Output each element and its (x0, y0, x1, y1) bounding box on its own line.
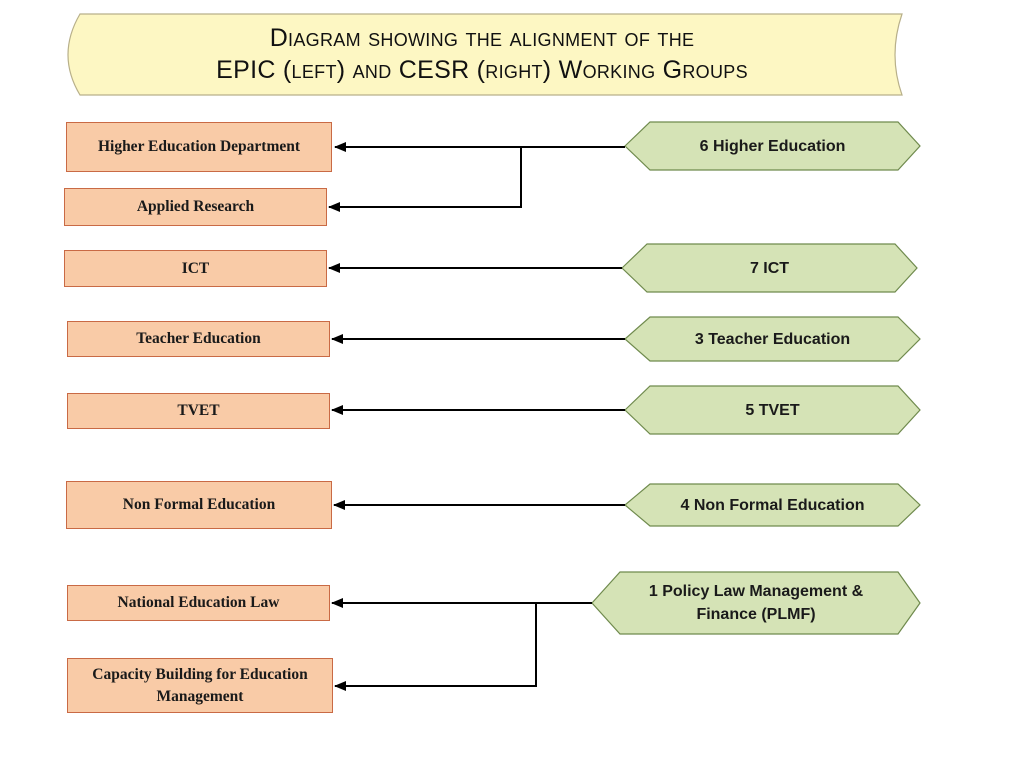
epic-higher-education-department: Higher Education Department (66, 122, 332, 172)
connector-applied-research (328, 147, 522, 212)
epic-capacity-building: Capacity Building for Education Manageme… (67, 658, 333, 713)
epic-applied-research: Applied Research (64, 188, 327, 226)
cesr-non-formal-education: 4 Non Formal Education (680, 496, 865, 514)
epic-tvet: TVET (67, 393, 330, 429)
cesr-shape-tvet (624, 385, 921, 435)
cesr-shape-higher-education (624, 121, 921, 171)
cesr-ict: 7 ICT (749, 259, 790, 277)
cesr-shape-teacher-education (624, 316, 921, 362)
cesr-plmf: 1 Policy Law Management & Finance (PLMF) (648, 583, 864, 623)
epic-ict: ICT (64, 250, 327, 287)
cesr-tvet: 5 TVET (745, 401, 800, 419)
epic-non-formal-education: Non Formal Education (66, 481, 332, 529)
epic-teacher-education: Teacher Education (67, 321, 330, 357)
cesr-shape-ict (621, 243, 918, 293)
connector-capacity-building (334, 603, 537, 691)
cesr-teacher-education: 3 Teacher Education (694, 330, 851, 348)
title-banner (67, 13, 903, 96)
diagram-title: Diagram showing the alignment of the EPI… (62, 14, 902, 94)
cesr-shape-non-formal-education (624, 483, 921, 527)
cesr-higher-education: 6 Higher Education (699, 137, 846, 155)
cesr-shape-plmf (591, 571, 921, 635)
epic-national-education-law: National Education Law (67, 585, 330, 621)
title-line-1: Diagram showing the alignment of the (269, 24, 695, 52)
title-line-2: EPIC (left) and CESR (right) Working Gro… (216, 56, 748, 84)
